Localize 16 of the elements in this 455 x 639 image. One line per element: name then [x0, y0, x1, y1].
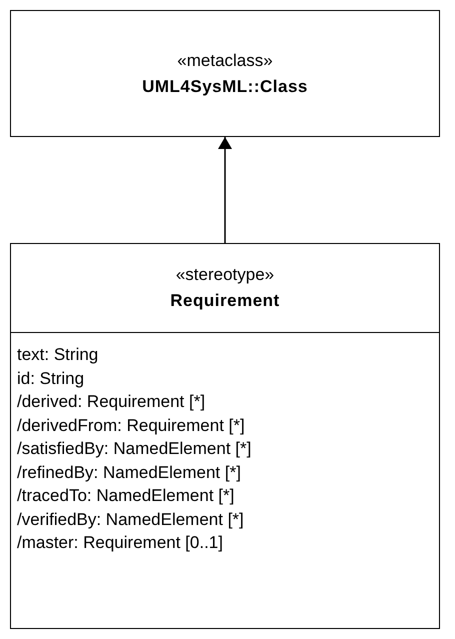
attribute-text: /tracedTo: NamedElement [*] [17, 485, 236, 507]
attribute-text: /satisfiedBy: NamedElement [*] [17, 438, 252, 460]
attribute-text: text: String [17, 344, 100, 366]
class-box [10, 10, 440, 137]
attribute-text: /refinedBy: NamedElement [*] [17, 462, 242, 484]
stereotype-label: «metaclass» [177, 50, 273, 70]
stereotype-label: «stereotype» [176, 265, 274, 285]
attribute-text: /derivedFrom: Requirement [*] [17, 414, 246, 436]
class-name: Requirement [170, 291, 280, 311]
class-box [10, 243, 440, 629]
attribute-text: /master: Requirement [0..1] [17, 532, 224, 554]
extension-arrow [218, 137, 232, 243]
attribute-text: id: String [17, 368, 86, 390]
attribute-text: /verifiedBy: NamedElement [*] [17, 508, 245, 530]
class-name: UML4SysML::Class [142, 76, 308, 96]
attribute-text: /derived: Requirement [*] [17, 391, 206, 413]
